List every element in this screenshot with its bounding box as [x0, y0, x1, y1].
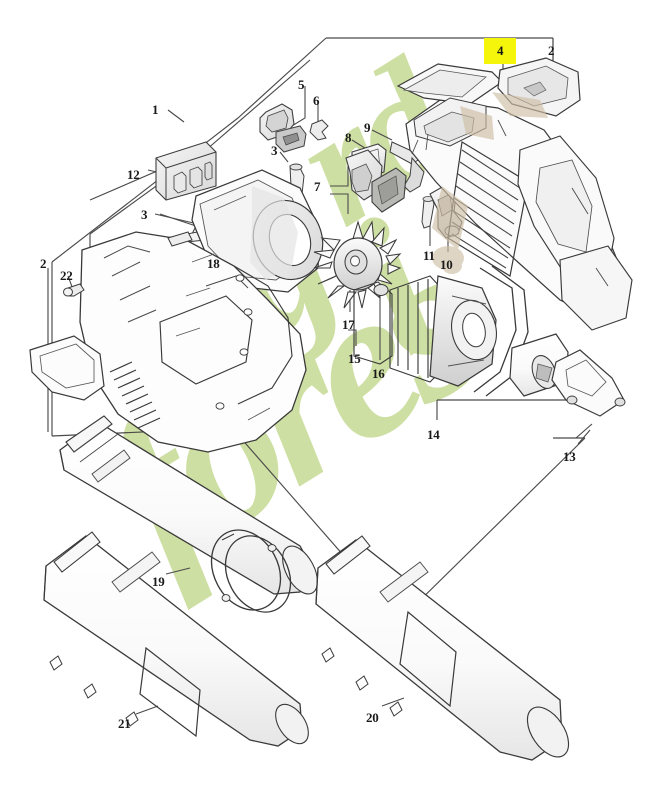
- part-14-electric-motor: [389, 265, 569, 397]
- callout-14: 14: [427, 427, 440, 442]
- part-21-blower-tube-flat: [43, 531, 309, 747]
- callout-8: 8: [345, 130, 352, 145]
- part-19-blower-tube-upper: [59, 415, 318, 595]
- callout-6: 6: [313, 93, 320, 108]
- callout-22: 22: [60, 268, 73, 283]
- callout-10: 10: [440, 257, 453, 272]
- part-13-end-cap: [551, 349, 626, 417]
- callout-17: 17: [342, 317, 355, 332]
- part-15-16-motor-bracket: [353, 281, 393, 365]
- part-5-trigger-switch: [259, 103, 307, 153]
- shell-detail-strokes: [175, 253, 271, 421]
- part-22-screw: [63, 283, 85, 297]
- callout-21: 21: [118, 716, 131, 731]
- callout-9: 9: [364, 120, 371, 135]
- callout-16: 16: [372, 366, 385, 381]
- part-20-blower-tube-tapered: [315, 535, 570, 761]
- callout-3-left: 3: [141, 207, 148, 222]
- callout-4-highlighted[interactable]: 4: [484, 38, 517, 64]
- callout-11: 11: [423, 248, 435, 263]
- part-6-retaining-clip: [309, 119, 329, 141]
- callout-5: 5: [298, 77, 305, 92]
- part-1-main-housing-shell: [79, 231, 307, 453]
- callout-1: 1: [152, 102, 159, 117]
- part-11-pin: [421, 196, 435, 229]
- callout-20: 20: [366, 710, 379, 725]
- callout-19: 19: [152, 574, 165, 589]
- callout-2-top-right: 2: [548, 43, 555, 58]
- part-lower-fairing: [29, 335, 105, 401]
- main-engine-housing-assembly: [396, 57, 633, 331]
- part-tube-collar-ring: [210, 529, 292, 613]
- callout-18: 18: [207, 256, 220, 271]
- callout-12: 12: [127, 167, 140, 182]
- callout-3-upper: 3: [271, 143, 278, 158]
- part-12-switch-module: [155, 141, 217, 201]
- callout-7: 7: [314, 179, 321, 194]
- part-7-handle-bracket: [345, 149, 407, 213]
- callout-15: 15: [348, 351, 361, 366]
- callout-2-left: 2: [40, 256, 47, 271]
- callout-13: 13: [563, 449, 576, 464]
